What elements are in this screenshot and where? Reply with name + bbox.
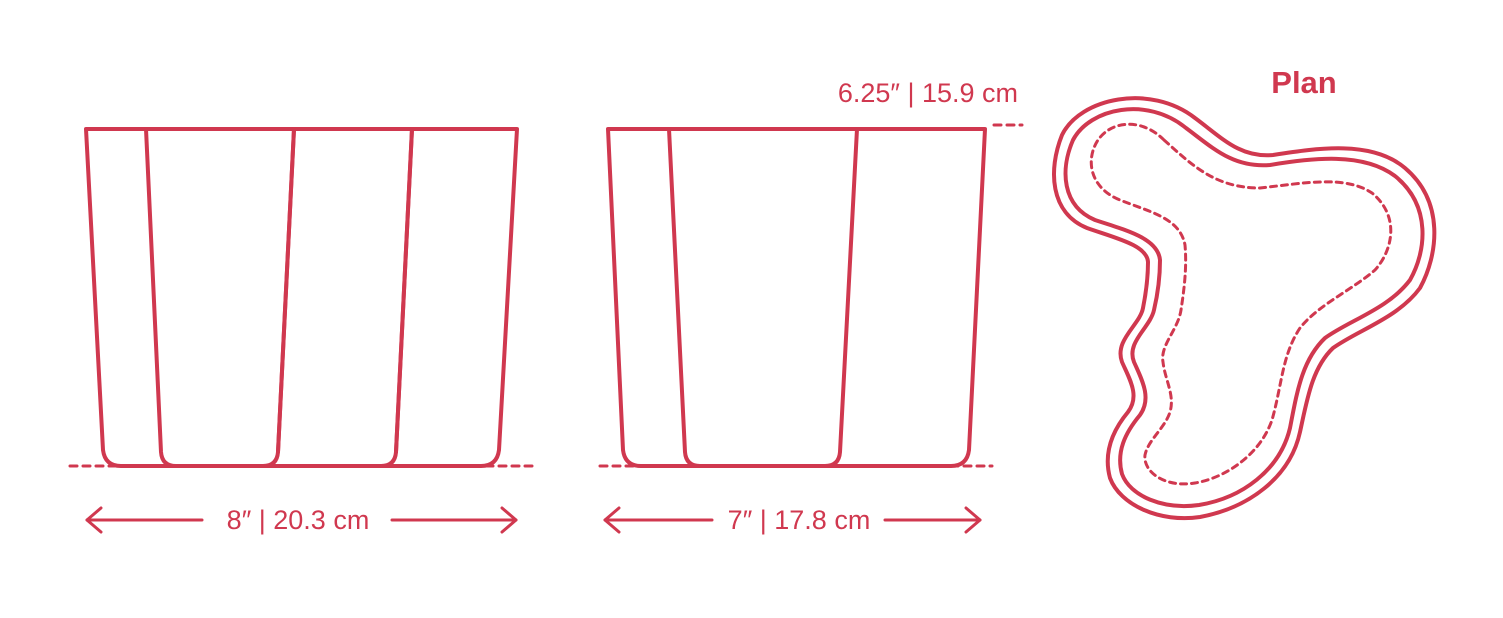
front-view [68,127,537,534]
side-view-panel-line [823,127,859,468]
side-width-label: 7″ | 17.8 cm [728,505,871,535]
front-width-arrow-head-left [85,506,103,534]
side-view [598,123,1024,534]
side-width-arrow-head-left [603,506,621,534]
side-height-label: 6.25″ | 15.9 cm [838,78,1018,108]
front-view-outline [84,127,519,468]
side-view-outline [606,127,987,468]
side-width-arrow-head-right [964,506,982,534]
plan-outer-outline [1051,96,1437,521]
front-view-panel-line [276,127,296,454]
front-view-panel-line [394,127,414,454]
plan-dashed-inner-contour [1089,122,1393,486]
plan-view [1051,96,1437,521]
front-width-arrow-head-right [500,506,518,534]
plan-title: Plan [1271,65,1336,100]
front-view-panel-line [144,127,178,468]
side-view-panel-line [667,127,702,468]
plan-inner-outline [1063,107,1425,508]
front-width-label: 8″ | 20.3 cm [227,505,370,535]
